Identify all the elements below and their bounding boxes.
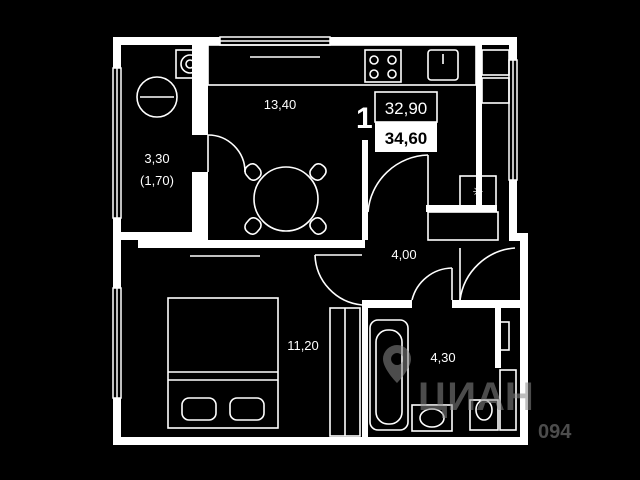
balcony-reduced-area-label: (1,70) [140,173,174,188]
watermark-id: 094 [538,421,572,443]
balcony-furniture [136,49,205,118]
windows [112,36,518,399]
total-area-box [375,122,437,152]
rooms-count: 1 [356,102,373,135]
bedroom-furniture [167,255,361,437]
doors [207,134,516,306]
bedroom-area-label: 11,20 [287,338,319,353]
living-area-box [374,91,438,123]
watermark: ЦИАН 094 [383,345,572,443]
room-labels: 13,40 3,30 (1,70) 4,00 11,20 4,30 [140,97,456,365]
area-badge: 1 32,90 34,60 [356,91,438,152]
total-area-value: 34,60 [385,129,428,148]
balcony-area-label: 3,30 [144,151,169,166]
kitchen-furniture: ✳ [207,44,510,241]
interior-walls [121,45,520,437]
living-area-value: 32,90 [385,99,428,118]
hall-area-label: 4,00 [391,247,416,262]
watermark-brand: ЦИАН [418,375,534,419]
bathroom-area-label: 4,30 [430,350,455,365]
kitchen-area-label: 13,40 [264,97,297,112]
svg-text:✳: ✳ [473,184,484,199]
location-pin-icon [383,345,411,383]
